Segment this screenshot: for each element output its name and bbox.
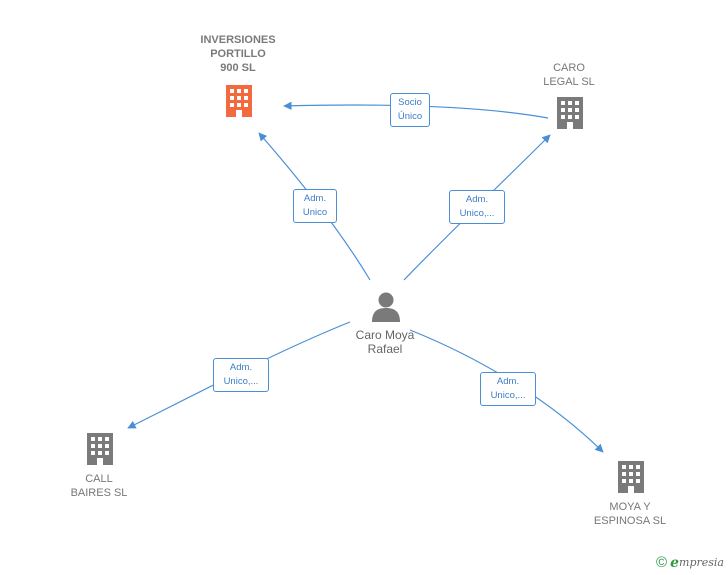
copyright-icon: © <box>656 554 668 571</box>
node-label-inversiones[interactable]: INVERSIONES PORTILLO 900 SL <box>200 34 276 74</box>
node-moya-espinosa-building-icon[interactable] <box>618 461 644 493</box>
node-call-baires-building-icon[interactable] <box>87 433 113 465</box>
node-person-icon[interactable] <box>372 292 400 323</box>
edge-label-adm-unico[interactable]: Adm. Unico <box>293 189 337 223</box>
node-label-caro-legal[interactable]: CARO LEGAL SL <box>543 62 595 88</box>
edge-label-adm-moya[interactable]: Adm. Unico,... <box>480 372 536 406</box>
node-label-person[interactable]: Caro Moya Rafael <box>355 328 415 356</box>
brand-logo-letter: e <box>670 554 680 571</box>
edge-label-adm-call-baires[interactable]: Adm. Unico,... <box>213 358 269 392</box>
node-label-call-baires[interactable]: CALL BAIRES SL <box>70 473 128 499</box>
edge-label-adm-caro-legal[interactable]: Adm. Unico,... <box>449 190 505 224</box>
brand-logo-text: mpresia <box>679 556 724 569</box>
edge-label-socio-unico[interactable]: Socio Único <box>390 93 430 127</box>
node-inversiones-building-icon[interactable] <box>226 85 252 117</box>
node-caro-legal-building-icon[interactable] <box>557 97 583 129</box>
node-label-moya-espinosa[interactable]: MOYA Y ESPINOSA SL <box>593 501 667 527</box>
